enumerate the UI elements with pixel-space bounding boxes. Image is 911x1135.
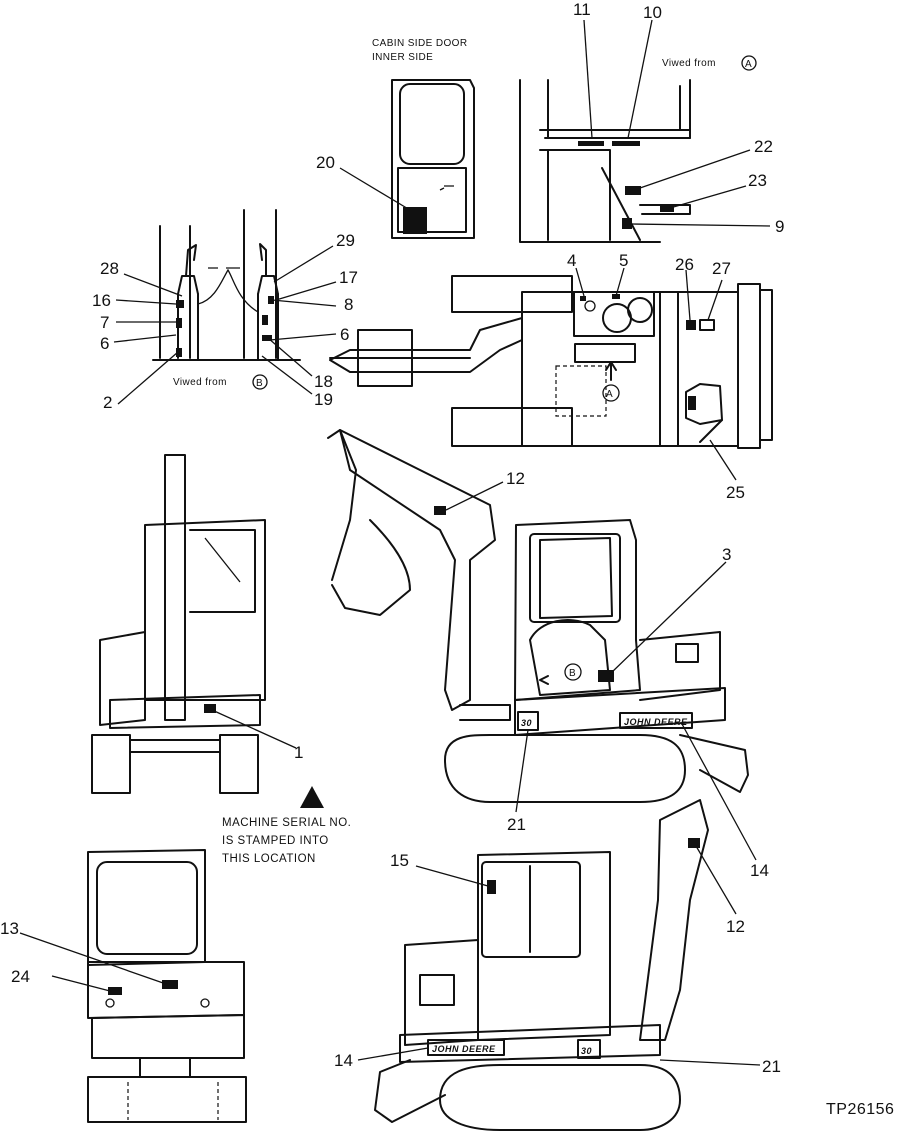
decal-9 bbox=[622, 218, 632, 229]
top-view: A bbox=[329, 275, 773, 449]
door-note-line2: INNER SIDE bbox=[372, 52, 433, 63]
callout-29: 29 bbox=[336, 231, 355, 250]
decal-12-side bbox=[434, 506, 446, 515]
model-plate-rear: 30 bbox=[581, 1046, 592, 1056]
rear-view bbox=[87, 849, 247, 1123]
side-view-left: JOHN DEERE 30 bbox=[374, 799, 709, 1131]
callout-14-top: 14 bbox=[750, 861, 769, 880]
decal-12-rear bbox=[688, 838, 700, 848]
door-note-line1: CABIN SIDE DOOR bbox=[372, 38, 467, 49]
callout-28: 28 bbox=[100, 259, 119, 278]
callout-17: 17 bbox=[339, 268, 358, 287]
callout-15: 15 bbox=[390, 851, 409, 870]
callout-3: 3 bbox=[722, 545, 731, 564]
viewed-from-b-label: Viwed from bbox=[173, 377, 227, 388]
marker-b-side: B bbox=[569, 668, 576, 679]
callout-11: 11 bbox=[573, 0, 591, 19]
decal-10 bbox=[612, 141, 640, 146]
decal-15 bbox=[487, 880, 496, 894]
callout-22: 22 bbox=[754, 137, 773, 156]
callout-numbers: 11 10 22 23 9 20 29 28 17 16 8 7 6 6 18 … bbox=[0, 0, 784, 1076]
callout-1: 1 bbox=[294, 743, 303, 762]
callout-23: 23 bbox=[748, 171, 767, 190]
cabin-door-view: CABIN SIDE DOOR INNER SIDE bbox=[372, 38, 475, 239]
callout-24: 24 bbox=[11, 967, 30, 986]
serial-note-line2: IS STAMPED INTO bbox=[222, 835, 329, 847]
marker-a-top-view: A bbox=[606, 389, 613, 400]
callout-10: 10 bbox=[643, 3, 662, 22]
callout-25: 25 bbox=[726, 483, 745, 502]
decal-20 bbox=[403, 207, 427, 234]
callout-7: 7 bbox=[100, 313, 109, 332]
leader-lines bbox=[19, 19, 771, 1066]
viewed-from-a-label: Viwed from bbox=[662, 58, 716, 69]
callout-8: 8 bbox=[344, 295, 353, 314]
callout-21-bottom: 21 bbox=[762, 1057, 781, 1076]
marker-a-top: A bbox=[745, 59, 752, 70]
callout-13: 13 bbox=[0, 919, 19, 938]
serial-note-line1: MACHINE SERIAL NO. bbox=[222, 817, 351, 829]
callout-19: 19 bbox=[314, 390, 333, 409]
decal-11 bbox=[578, 141, 604, 146]
callout-6-right: 6 bbox=[340, 325, 349, 344]
brand-plate-side: JOHN DEERE bbox=[624, 717, 688, 727]
callout-5: 5 bbox=[619, 251, 628, 270]
front-view bbox=[91, 454, 266, 794]
view-from-a: Viwed from A bbox=[519, 55, 757, 243]
callout-18: 18 bbox=[314, 372, 333, 391]
serial-note: MACHINE SERIAL NO. IS STAMPED INTO THIS … bbox=[222, 786, 351, 865]
callout-16: 16 bbox=[92, 291, 111, 310]
decal-24 bbox=[108, 987, 122, 995]
decal-13 bbox=[162, 980, 178, 989]
callout-4: 4 bbox=[567, 251, 576, 270]
marker-b-top: B bbox=[256, 378, 263, 389]
callout-20: 20 bbox=[316, 153, 335, 172]
callout-26: 26 bbox=[675, 255, 694, 274]
serial-note-line3: THIS LOCATION bbox=[222, 853, 316, 865]
callout-21-top: 21 bbox=[507, 815, 526, 834]
decal-3 bbox=[598, 670, 614, 682]
reference-number: TP26156 bbox=[826, 1101, 894, 1118]
view-from-b: Viwed from B bbox=[152, 209, 301, 390]
callout-12-top: 12 bbox=[506, 469, 525, 488]
callout-14-bottom: 14 bbox=[334, 1051, 353, 1070]
decal-23 bbox=[660, 206, 674, 212]
callout-12-bottom: 12 bbox=[726, 917, 745, 936]
callout-2: 2 bbox=[103, 393, 112, 412]
callout-6-left: 6 bbox=[100, 334, 109, 353]
callout-9: 9 bbox=[775, 217, 784, 236]
brand-plate-rear: JOHN DEERE bbox=[432, 1044, 496, 1054]
model-plate-side: 30 bbox=[521, 718, 532, 728]
decal-1 bbox=[204, 704, 216, 713]
side-view-right: 30 JOHN DEERE B bbox=[327, 429, 749, 803]
decal-22 bbox=[625, 186, 641, 195]
callout-27: 27 bbox=[712, 259, 731, 278]
